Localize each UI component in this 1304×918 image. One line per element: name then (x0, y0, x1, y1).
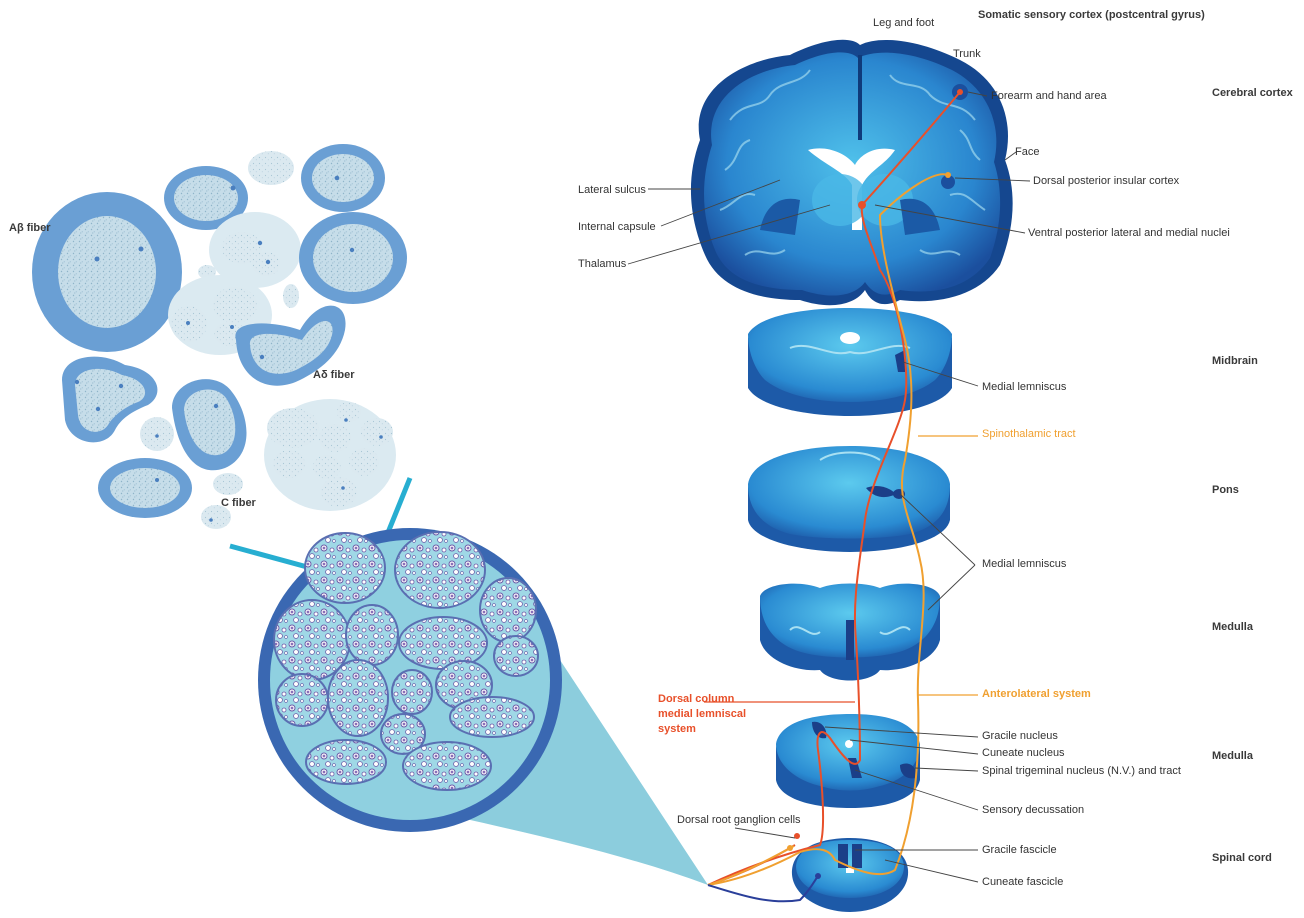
level-medulla-lower: Medulla (1212, 750, 1253, 763)
c-fiber-label: C fiber (221, 497, 256, 510)
level-cerebral-cortex: Cerebral cortex (1212, 87, 1293, 100)
level-spinal-cord: Spinal cord (1212, 852, 1272, 865)
dorsal-column-label: Dorsal column medial lemniscal system (658, 692, 746, 737)
gracile-fascicle-label: Gracile fascicle (982, 844, 1057, 857)
thalamus-label: Thalamus (578, 258, 626, 271)
face-label: Face (1015, 146, 1039, 159)
medulla-upper-section (760, 584, 940, 681)
internal-capsule-label: Internal capsule (578, 221, 656, 234)
trunk-label: Trunk (953, 48, 981, 61)
cuneate-nucleus-label: Cuneate nucleus (982, 747, 1065, 760)
level-pons: Pons (1212, 484, 1239, 497)
dorsal-insular-label: Dorsal posterior insular cortex (1033, 175, 1179, 188)
sensory-decussation-label: Sensory decussation (982, 804, 1084, 817)
level-medulla-upper: Medulla (1212, 621, 1253, 634)
spinal-trigeminal-label: Spinal trigeminal nucleus (N.V.) and tra… (982, 765, 1181, 778)
a-delta-fiber-label: Aδ fiber (313, 369, 355, 382)
gracile-nucleus-label: Gracile nucleus (982, 730, 1058, 743)
brain-coronal-section (691, 40, 1013, 305)
spinothalamic-label: Spinothalamic tract (982, 428, 1076, 441)
level-midbrain: Midbrain (1212, 355, 1258, 368)
medial-lemniscus-label-2: Medial lemniscus (982, 558, 1066, 571)
leg-foot-label: Leg and foot (873, 17, 934, 30)
a-beta-fiber-label: Aβ fiber (9, 222, 51, 235)
somatic-cortex-label: Somatic sensory cortex (postcentral gyru… (978, 9, 1205, 22)
lateral-sulcus-label: Lateral sulcus (578, 184, 646, 197)
cuneate-fascicle-label: Cuneate fascicle (982, 876, 1063, 889)
midbrain-section (748, 308, 952, 416)
drg-cells-label: Dorsal root ganglion cells (677, 814, 801, 827)
forearm-hand-label: Forearm and hand area (991, 90, 1107, 103)
anterolateral-label: Anterolateral system (982, 688, 1091, 701)
medial-lemniscus-label-1: Medial lemniscus (982, 381, 1066, 394)
nerve-cross-section (230, 478, 708, 885)
ventral-posterior-label: Ventral posterior lateral and medial nuc… (1028, 227, 1230, 240)
nerve-fiber-cluster (32, 144, 407, 529)
pons-section (748, 446, 950, 552)
